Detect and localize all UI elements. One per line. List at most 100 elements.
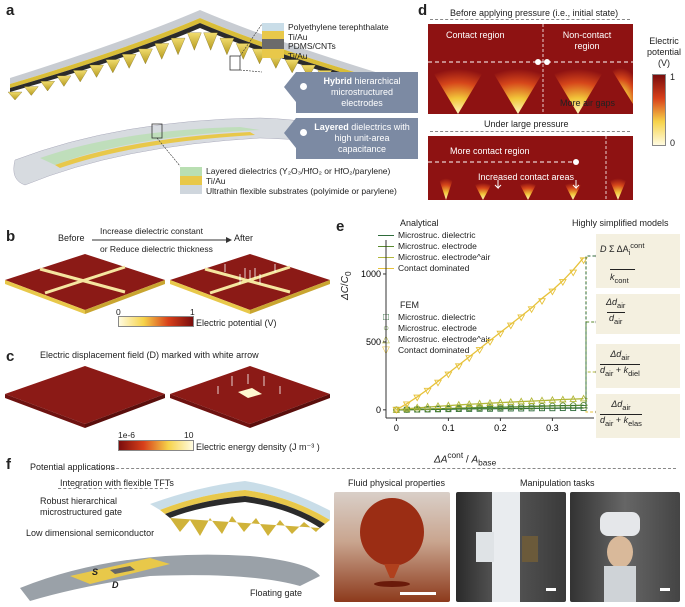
- swatch-pet: [262, 23, 284, 31]
- y-tick-label: 0: [376, 405, 381, 415]
- data-point: [507, 397, 515, 405]
- b-arrow-top-text: Increase dielectric constant: [100, 226, 203, 236]
- data-point: [559, 395, 567, 403]
- b-after: After: [234, 233, 254, 243]
- data-point: [569, 269, 578, 277]
- callout-dot: [300, 83, 307, 90]
- pyramid-tip: [23, 86, 39, 96]
- callout-hybrid-text: hierarchical microstructured electrodes: [330, 76, 401, 108]
- pyramid-tip: [284, 59, 300, 74]
- data-point: [455, 404, 463, 412]
- f-semi: Low dimensional semiconductor: [26, 528, 155, 538]
- d-map-bottom-shapes: [428, 136, 628, 200]
- f-source: S: [92, 567, 99, 577]
- data-point: [413, 403, 421, 411]
- pyramid-tip: [187, 32, 202, 51]
- panel-a-illustration: [7, 10, 398, 186]
- f-manip-robot-2: [600, 512, 670, 602]
- f-device-illustration: [20, 481, 330, 601]
- e-fem-header: FEM: [400, 300, 419, 310]
- series-line: [396, 257, 585, 411]
- x-tick-label: 0: [394, 423, 399, 433]
- e-ylabel: ΔC/C0: [340, 271, 353, 300]
- data-point: [444, 401, 453, 409]
- data-point: [549, 405, 556, 412]
- e-model-contact-formula: D Σ ΔAicont kcont: [600, 241, 645, 285]
- data-point: [506, 322, 515, 330]
- x-tick-label: 0.2: [494, 423, 507, 433]
- d-map-top-shapes: [428, 24, 633, 114]
- data-point: [465, 400, 473, 407]
- data-point: [434, 401, 442, 409]
- data-point: [475, 347, 484, 354]
- d-more-contact-region: More contact region: [450, 146, 530, 156]
- e-analytical-header: Analytical: [400, 218, 439, 228]
- swatch-dielectric: [180, 167, 202, 176]
- zoom-connector-bottom: [151, 123, 181, 167]
- legend-label: Contact dominated: [398, 345, 470, 355]
- e-xlabel: ΔAcont / Abase: [434, 450, 497, 468]
- d-more-air-gaps: More air gaps: [560, 98, 616, 108]
- x-tick-label: 0.1: [442, 423, 455, 433]
- data-point: [570, 405, 577, 412]
- b-surface-before: [5, 254, 165, 314]
- model-connector: [585, 257, 598, 413]
- callout-hybrid-bold: Hybrid: [323, 76, 352, 86]
- pyramid-tip: [170, 37, 186, 56]
- pyramid-tip: [203, 32, 218, 51]
- data-point: [559, 402, 567, 409]
- data-point: [444, 371, 453, 379]
- y-tick-label: 500: [366, 337, 381, 347]
- b-colorbar: [118, 316, 194, 327]
- d-increased-contact: Increased contact areas: [478, 172, 575, 182]
- c-surfaces: [5, 366, 330, 428]
- d-cbar-title: Electric potential (V): [646, 36, 682, 68]
- pyramid-tip: [7, 91, 23, 101]
- legend-label: Microstruc. electrode: [398, 241, 477, 251]
- legend-label: Microstruc. dielectric: [398, 312, 476, 322]
- callout-layered-bold: Layered: [314, 122, 349, 132]
- legend-label: Microstruc. electrode^air: [398, 252, 491, 262]
- data-point: [454, 363, 463, 371]
- f-fluid-photo: [334, 492, 450, 602]
- swatch-pdms: [262, 39, 284, 49]
- pyramid-tip: [138, 48, 153, 65]
- d-cbar-max: 1: [670, 72, 676, 82]
- data-point: [527, 306, 536, 314]
- e-model-diel: [596, 344, 680, 388]
- callout-hybrid: Hybrid hierarchical microstructured elec…: [284, 72, 418, 113]
- data-point: [517, 314, 526, 322]
- b-arrow-bottom-text: or Reduce dielectric thickness: [100, 244, 213, 254]
- data-point: [569, 402, 577, 409]
- data-point: [402, 401, 411, 409]
- pyramid-tip: [105, 59, 121, 74]
- pyramid-tip: [56, 75, 72, 87]
- callout-layered: Layered dielectrics with high unit-area …: [284, 118, 418, 159]
- panel-label-c: c: [6, 348, 15, 365]
- data-point: [558, 279, 567, 287]
- pyramid-tip: [301, 64, 316, 78]
- callout-layered-text: dielectrics with high unit-area capacita…: [334, 122, 410, 154]
- data-point: [548, 288, 557, 296]
- data-point: [538, 402, 546, 410]
- e-legend-analytical-item: Microstruc. dielectric: [378, 230, 475, 240]
- layer-label-pet: Polyethylene terephthalate: [288, 22, 389, 32]
- c-cbar-label: Electric energy density (J m⁻³ ): [196, 442, 320, 452]
- e-model-air-formula: Δdair dair: [606, 297, 626, 326]
- d-cbar-min: 0: [670, 138, 676, 148]
- panel-label-f: f: [6, 456, 11, 473]
- legend-label: Microstruc. dielectric: [398, 230, 476, 240]
- pyramid-tip: [121, 54, 137, 69]
- data-point: [445, 405, 452, 412]
- data-point: [434, 379, 442, 387]
- f-manip-title: Manipulation tasks: [520, 478, 595, 488]
- d-bottom-divider: [430, 131, 630, 132]
- legend-label: Contact dominated: [398, 263, 470, 273]
- d-map-top: [428, 24, 633, 114]
- callout-dot: [300, 129, 307, 136]
- data-point: [475, 399, 484, 407]
- d-colorbar: [652, 74, 666, 146]
- model-connector: [585, 255, 598, 409]
